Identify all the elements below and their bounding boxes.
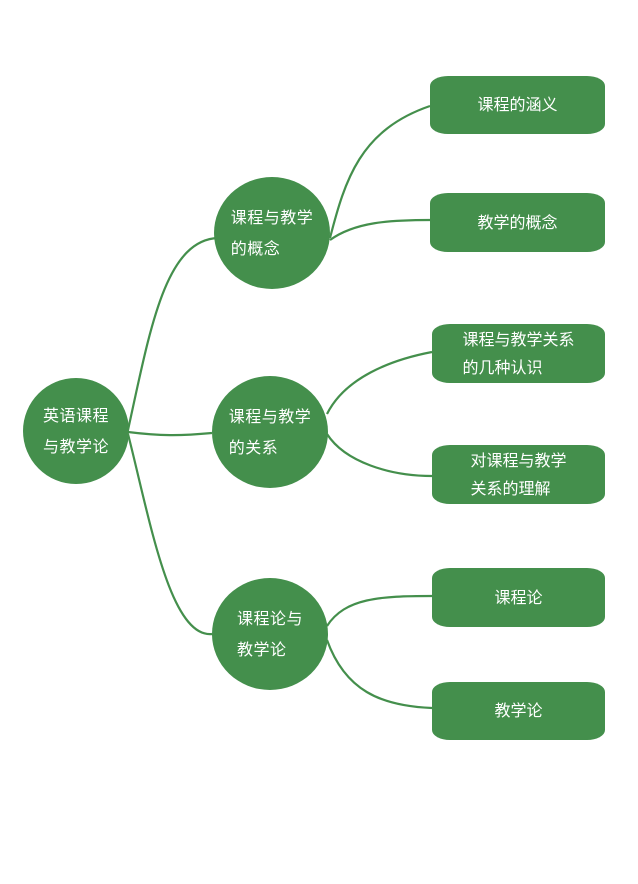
- leaf-node-3-1[interactable]: 课程论: [432, 568, 605, 627]
- branch-node-1-label: 课程与教学 的概念: [230, 208, 314, 258]
- leaf-node-2-1[interactable]: 课程与教学关系 的几种认识: [432, 324, 605, 383]
- leaf-node-1-1[interactable]: 课程的涵义: [430, 76, 605, 134]
- branch-node-2[interactable]: 课程与教学 的关系: [212, 376, 328, 488]
- leaf-node-1-1-label: 课程的涵义: [477, 95, 558, 114]
- edge-branch-3-leaf-2: [325, 639, 433, 710]
- edge-root-branch-1: [126, 236, 219, 431]
- leaf-node-3-2[interactable]: 教学论: [432, 682, 605, 740]
- branch-node-3-label: 课程论与 教学论: [236, 609, 303, 659]
- branch-node-3[interactable]: 课程论与 教学论: [212, 578, 328, 690]
- leaf-node-3-1-label: 课程论: [494, 587, 543, 607]
- edge-branch-2-leaf-2: [326, 433, 433, 478]
- leaf-node-1-2[interactable]: 教学的概念: [430, 193, 605, 252]
- edge-branch-1-leaf-1: [328, 104, 431, 239]
- edge-branch-1-leaf-2: [329, 218, 431, 241]
- leaf-node-1-2-label: 教学的概念: [477, 212, 558, 232]
- branch-node-1[interactable]: 课程与教学 的概念: [214, 177, 330, 289]
- root-node[interactable]: 英语课程 与教学论: [23, 378, 129, 484]
- leaf-node-2-2-label: 对课程与教学 关系的理解: [470, 450, 567, 498]
- edge-branch-3-leaf-1: [326, 594, 433, 627]
- branch-node-2-label: 课程与教学 的关系: [228, 407, 312, 457]
- edge-branch-2-leaf-1: [326, 350, 433, 415]
- edge-root-branch-3: [126, 433, 213, 636]
- leaf-node-2-2[interactable]: 对课程与教学 关系的理解: [432, 445, 605, 504]
- edge-root-branch-2: [127, 430, 213, 437]
- leaf-node-2-1-label: 课程与教学关系 的几种认识: [462, 329, 575, 377]
- root-node-label: 英语课程 与教学论: [42, 406, 109, 456]
- leaf-node-3-2-label: 教学论: [494, 701, 543, 720]
